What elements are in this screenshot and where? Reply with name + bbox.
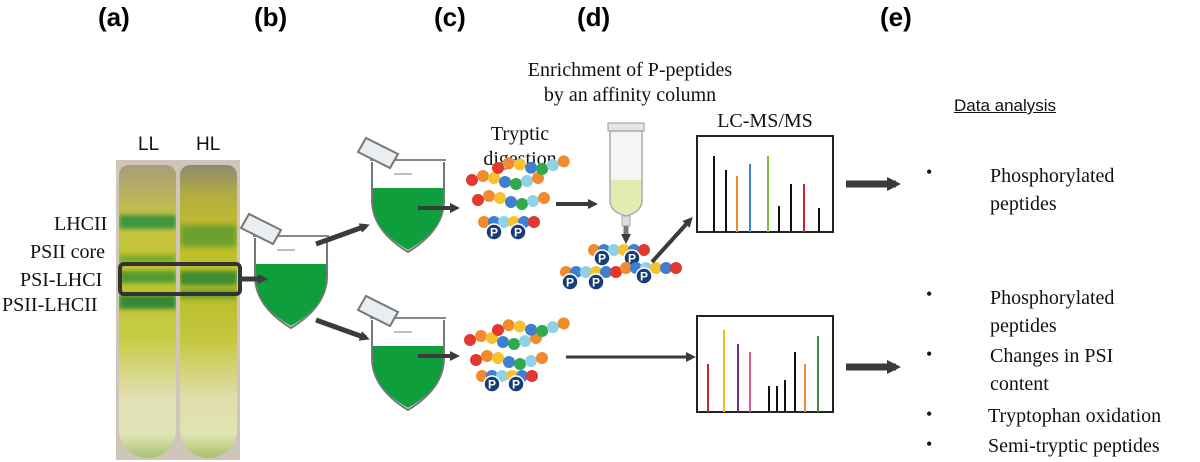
bottom-item-psi-content: Changes in PSI content (990, 345, 1114, 395)
ms-spectrum-top (696, 135, 834, 233)
panel-label-a: (a) (98, 2, 130, 32)
affinity-column-icon (607, 122, 645, 244)
lcms-label: LC-MS/MS (717, 110, 813, 132)
ms-spectrum-bottom (696, 315, 834, 413)
bullet-icon: • (926, 162, 933, 182)
enrichment-label: Enrichment of P-peptides by an affinity … (527, 59, 733, 106)
band-label-psi-lhci: PSI-LHCI (20, 269, 103, 291)
peptide-mixture-top-icon (466, 153, 571, 241)
digestion-tube-bottom-icon (357, 295, 447, 411)
arrow-icon (650, 217, 693, 264)
bottom-item-tryptophan-oxidation: Tryptophan oxidation (988, 405, 1162, 427)
sample-tube-icon (240, 213, 330, 329)
arrow-icon (315, 317, 370, 341)
panel-label-c: (c) (434, 2, 466, 32)
bullet-icon: • (926, 284, 933, 304)
arrow-icon (315, 223, 370, 247)
panel-label-d: (d) (577, 2, 611, 32)
data-analysis-title: Data analysis (954, 96, 1057, 115)
bullet-icon: • (926, 344, 933, 364)
gel-tube-ll (119, 165, 176, 458)
band-label-psii-core: PSII core (30, 241, 105, 263)
peptide-mixture-bottom-icon (464, 315, 571, 393)
panel-label-b: (b) (254, 2, 288, 32)
top-item-phosphorylated-peptides: Phosphorylated peptides (990, 165, 1115, 215)
bullet-icon: • (926, 404, 933, 424)
band-label-lhcii: LHCII (54, 213, 108, 235)
band-label-psii-lhcii: PSII-LHCII (2, 294, 98, 316)
gel-tube-hl (180, 165, 237, 458)
lane-label-ll: LL (138, 134, 160, 155)
lane-label-hl: HL (196, 134, 221, 155)
bullet-icon: • (926, 434, 933, 454)
bottom-item-semi-tryptic: Semi-tryptic peptides (988, 435, 1160, 457)
digestion-tube-top-icon (357, 137, 447, 253)
panel-label-e: (e) (880, 2, 912, 32)
bottom-item-phosphorylated-peptides: Phosphorylated peptides (990, 287, 1115, 337)
